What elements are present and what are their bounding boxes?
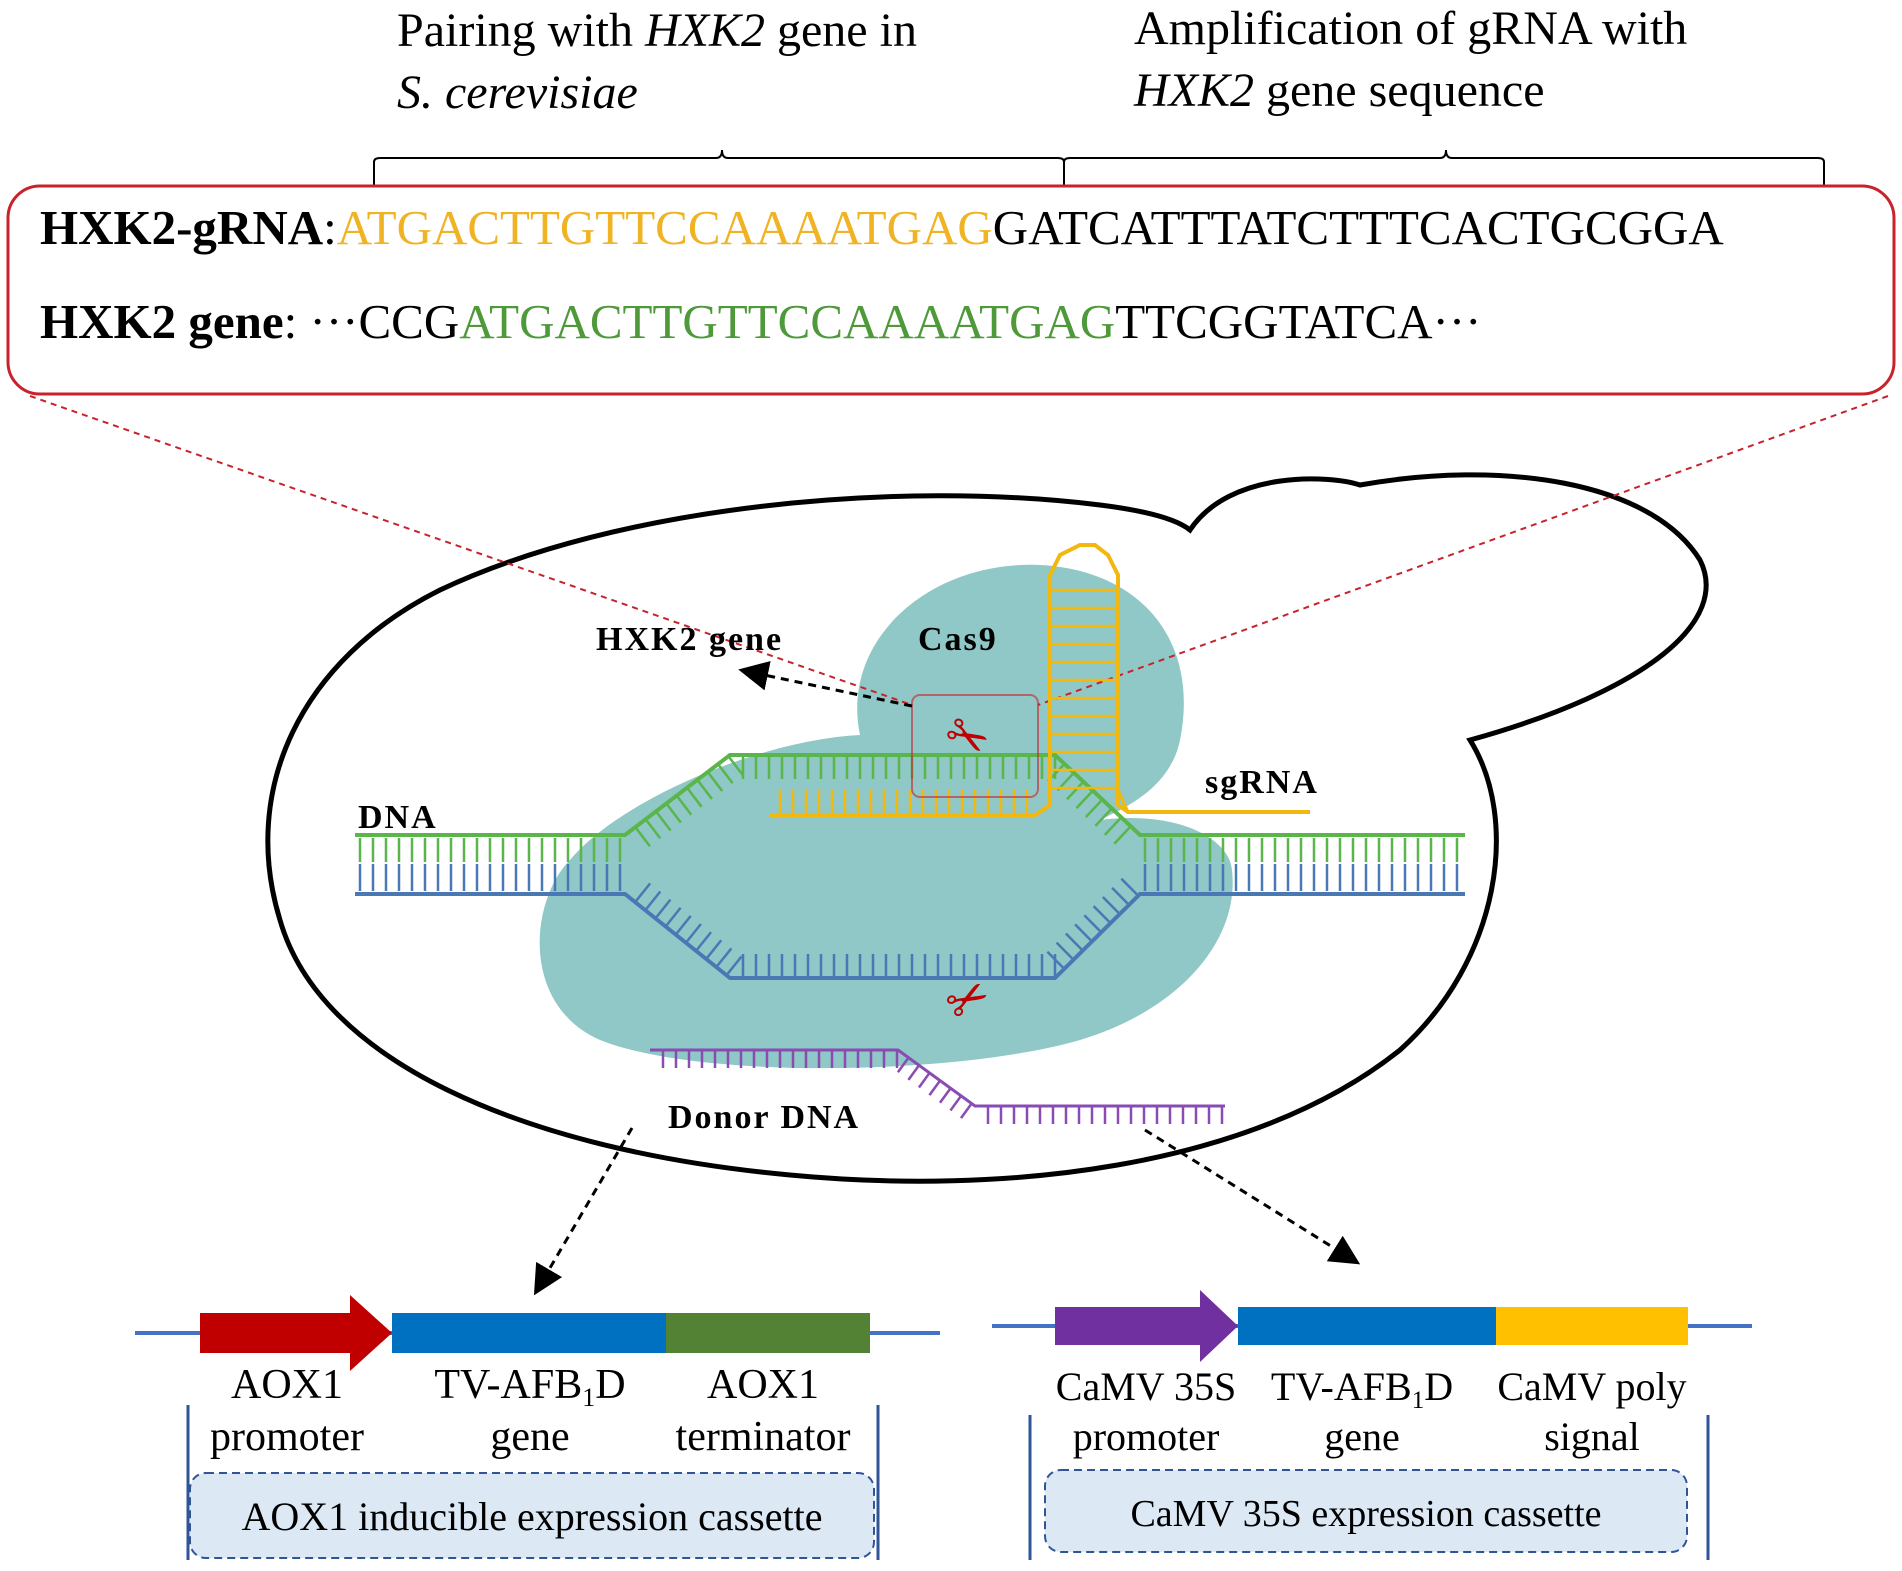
camv-cassette-box xyxy=(1044,1469,1688,1553)
aox1-gene-label-1: TV-AFB1D xyxy=(434,1362,625,1412)
dna-top-strand xyxy=(355,753,1465,837)
base-pair-top xyxy=(1066,780,1085,801)
base-pair-top xyxy=(696,779,713,800)
base-pair-top xyxy=(1075,789,1094,809)
base-pair-top xyxy=(665,802,682,824)
base-pair-top xyxy=(1084,798,1104,818)
base-pair-top xyxy=(1103,816,1123,836)
donor-dna xyxy=(650,1048,1225,1108)
aox1-terminator-label-2: terminator xyxy=(676,1414,851,1460)
camv-promoter-label-1: CaMV 35S xyxy=(1056,1364,1236,1409)
base-pair-top xyxy=(686,786,703,808)
aox1-terminator-block xyxy=(666,1313,870,1353)
camv-signal-block xyxy=(1496,1307,1688,1345)
camv-gene-label-1: TV-AFB1D xyxy=(1271,1364,1453,1414)
donor-dna-label: Donor DNA xyxy=(668,1099,860,1136)
cut-site-box xyxy=(911,694,1039,798)
camv-gene-block xyxy=(1238,1307,1496,1345)
aox1-promoter-label-2: promoter xyxy=(210,1414,364,1460)
base-pair-bottom xyxy=(1064,932,1084,952)
base-pair-top xyxy=(644,818,662,840)
donor-base xyxy=(949,1095,963,1112)
base-pair-bottom xyxy=(1046,950,1066,970)
aox1-gene-block xyxy=(392,1313,666,1353)
left-curly-brace xyxy=(373,149,1065,185)
base-pair-top xyxy=(727,755,744,777)
base-pair-top xyxy=(717,763,734,784)
sgrna-strand xyxy=(770,543,1310,817)
base-pair-bottom xyxy=(684,923,702,944)
donor-base xyxy=(938,1087,952,1104)
donor-base xyxy=(907,1064,921,1081)
amplification-label-line2: HXK2 gene sequence xyxy=(1133,64,1545,117)
hxk2-gene-label: HXK2 gene xyxy=(596,621,783,658)
pairing-label-line1: Pairing with HXK2 gene in xyxy=(397,4,917,57)
base-pair-bottom xyxy=(1074,923,1093,943)
dna-label: DNA xyxy=(358,799,438,836)
camv-signal-label-1: CaMV poly xyxy=(1497,1364,1686,1409)
pairing-label-line2: S. cerevisiae xyxy=(397,66,638,119)
base-pair-bottom xyxy=(1120,877,1140,897)
cas9-label: Cas9 xyxy=(918,621,998,658)
zoom-line-left xyxy=(29,395,913,706)
donor-base xyxy=(917,1072,931,1089)
base-pair-bottom xyxy=(705,939,723,960)
yeast-cell-outline xyxy=(265,472,1709,1184)
base-pair-top xyxy=(1094,807,1113,827)
base-pair-bottom xyxy=(695,931,713,952)
camv-cassette: CaMV 35S promoter TV-AFB1D gene CaMV pol… xyxy=(992,1290,1752,1560)
base-pair-bottom xyxy=(1111,886,1130,906)
arrow-to-camv-cassette xyxy=(1144,1128,1361,1265)
base-pair-bottom xyxy=(664,906,682,928)
aox1-gene-label-2: gene xyxy=(490,1414,569,1460)
dna-bottom-strand xyxy=(355,892,1465,980)
camv-promoter-label-2: promoter xyxy=(1073,1414,1220,1459)
base-pair-bottom xyxy=(634,882,652,903)
sequence-callout-box xyxy=(6,184,1896,396)
aox1-promoter-label-1: AOX1 xyxy=(231,1362,343,1408)
aox1-cassette: AOX1 promoter TV-AFB1D gene AOX1 termina… xyxy=(135,1295,940,1560)
base-pair-top xyxy=(634,826,651,847)
base-pair-bottom xyxy=(674,915,692,936)
base-pair-top xyxy=(1113,825,1132,845)
base-pair-bottom xyxy=(715,947,733,968)
base-pair-bottom xyxy=(1092,905,1112,925)
donor-base xyxy=(928,1079,942,1096)
arrow-to-aox1-cassette xyxy=(533,1127,634,1296)
base-pair-bottom xyxy=(1055,941,1075,961)
base-pair-top xyxy=(655,810,672,832)
base-pair-top xyxy=(675,794,693,816)
donor-base xyxy=(959,1102,973,1119)
grna-sequence-line: HXK2-gRNA:ATGACTTGTTCCAAAATGAGGATCATTTAT… xyxy=(40,200,1724,255)
right-curly-brace xyxy=(1063,149,1825,185)
base-pair-bottom xyxy=(1101,896,1121,915)
aox1-terminator-label-1: AOX1 xyxy=(707,1362,819,1408)
camv-cassette-label: CaMV 35S expression cassette xyxy=(1130,1493,1601,1535)
donor-base xyxy=(896,1056,910,1073)
sgrna-rungs xyxy=(778,588,1116,813)
amplification-label-line1: Amplification of gRNA with xyxy=(1134,2,1687,55)
aox1-promoter-arrow xyxy=(200,1295,392,1371)
camv-gene-label-2: gene xyxy=(1324,1414,1400,1459)
aox1-cassette-box xyxy=(189,1472,875,1559)
gene-sequence-line: HXK2 gene: ···CCGATGACTTGTTCCAAAATGAGTTC… xyxy=(40,294,1481,349)
aox1-cassette-label: AOX1 inducible expression cassette xyxy=(242,1494,823,1539)
base-pair-top xyxy=(706,771,724,792)
camv-signal-label-2: signal xyxy=(1544,1414,1640,1459)
donor-dna-rungs xyxy=(661,1050,1224,1124)
base-pair-bottom xyxy=(725,955,743,976)
zoom-line-right xyxy=(1037,395,1889,706)
base-pair-bottom xyxy=(644,890,662,912)
base-pair-bottom xyxy=(1083,914,1103,934)
base-pair-bottom xyxy=(654,898,672,920)
sgrna-label: sgRNA xyxy=(1205,764,1319,801)
camv-promoter-arrow xyxy=(1055,1290,1238,1362)
